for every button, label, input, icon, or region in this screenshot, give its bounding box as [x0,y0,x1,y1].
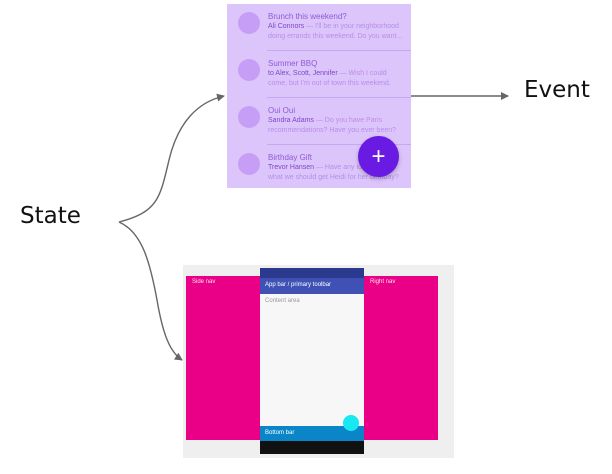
side-nav-panel: Side nav [186,276,262,440]
email-list-item[interactable]: Oui Oui Sandra Adams — Do you have Paris… [227,98,411,144]
divider [267,50,411,51]
email-list-item[interactable]: Brunch this weekend? Ali Connors — I'll … [227,4,411,50]
compose-fab-button[interactable]: + [358,136,399,177]
email-sender-line: Ali Connors — I'll be in your neighborho… [268,22,406,42]
content-area-label: Content area [265,298,300,304]
side-nav-label: Side nav [192,279,216,285]
divider [267,144,411,145]
app-bar: App bar / primary toolbar [260,278,364,294]
avatar [238,153,260,175]
email-sender: Ali Connors [268,23,305,30]
right-nav-label: Right nav [370,279,396,285]
content-area: Content area [260,294,364,426]
event-label: Event [524,77,590,103]
bottom-bar-label: Bottom bar [265,430,295,436]
plus-icon: + [371,143,386,170]
email-list-item[interactable]: Summer BBQ to Alex, Scott, Jennifer — Wi… [227,51,411,97]
email-sender-line: Trevor Hansen — Have any ideas about wha… [268,163,406,183]
state-to-email-arrow [118,93,225,223]
email-preview: — Have any ideas about what we should ge… [268,164,399,181]
email-preview: — Do you have Paris recommendations? Hav… [268,117,397,134]
email-sender: Sandra Adams [268,117,314,124]
email-subject: Oui Oui [268,106,296,115]
mini-fab-button [343,415,359,431]
app-bar-label: App bar / primary toolbar [265,282,332,288]
email-sender-line: Sandra Adams — Do you have Paris recomme… [268,116,406,136]
state-label: State [20,203,81,229]
email-preview: — I'll be in your neighborhood doing err… [268,23,403,40]
right-nav-panel: Right nav [364,276,438,440]
email-subject: Birthday Gift [268,153,313,162]
email-sender: to Alex, Scott, Jennifer [268,70,338,77]
phone-frame: App bar / primary toolbar Content area B… [260,268,364,454]
email-subject: Brunch this weekend? [268,12,347,21]
divider [267,97,411,98]
email-sender-line: to Alex, Scott, Jennifer — Wish I could … [268,69,406,89]
email-subject: Summer BBQ [268,59,318,68]
state-to-layout-arrow [118,221,183,361]
avatar [238,59,260,81]
status-bar [260,268,364,278]
layout-mockup: Side nav Right nav App bar / primary too… [183,265,454,458]
email-preview: — Wish I could come, but I'm out of town… [268,70,391,87]
email-list-item[interactable]: Birthday Gift Trevor Hansen — Have any i… [227,145,411,188]
email-sender: Trevor Hansen [268,164,315,171]
email-list-panel: Brunch this weekend? Ali Connors — I'll … [227,4,411,188]
avatar [238,12,260,34]
bottom-bar: Bottom bar [260,426,364,441]
avatar [238,106,260,128]
